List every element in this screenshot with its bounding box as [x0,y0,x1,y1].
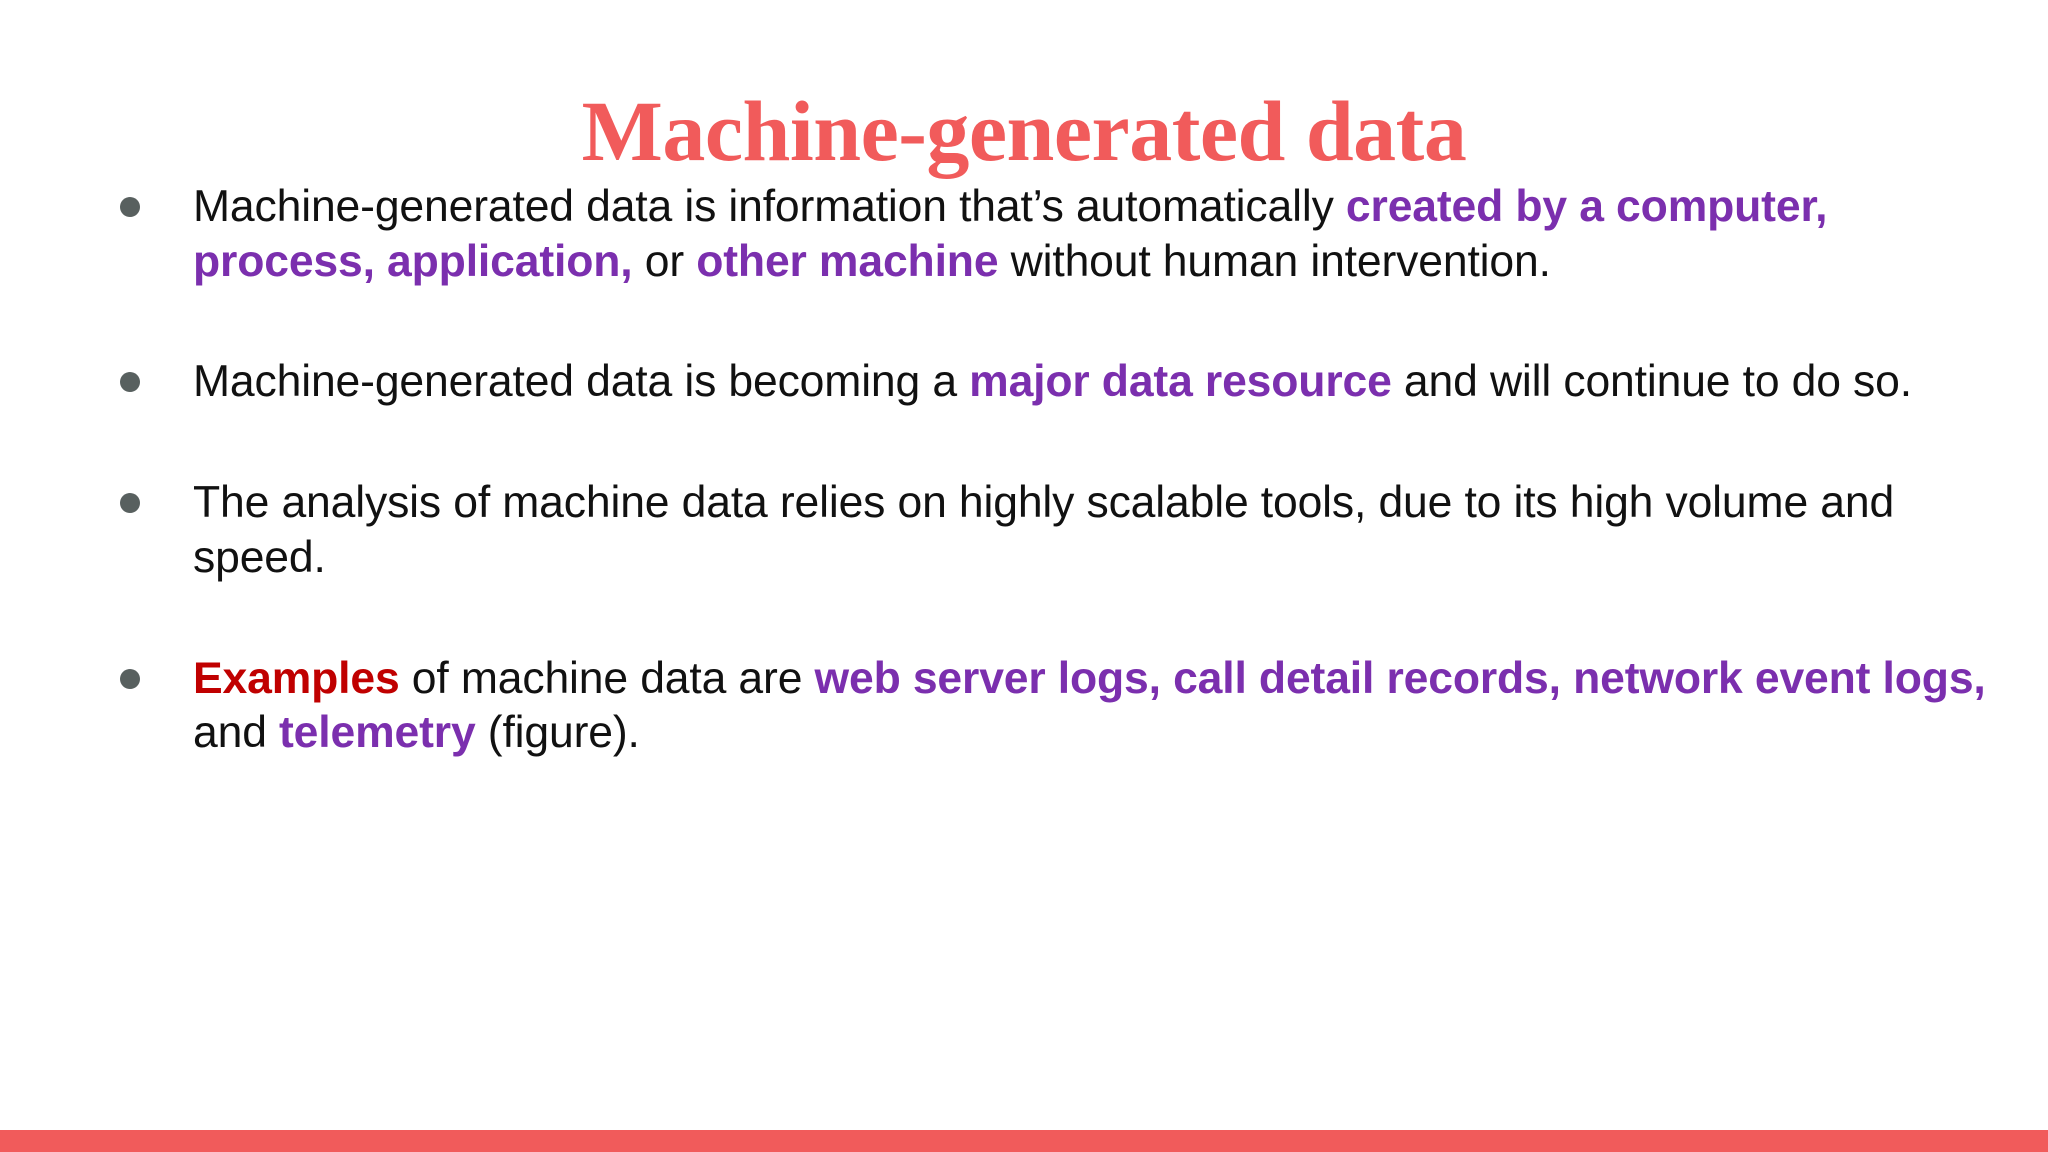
text-run: Machine-generated data is becoming a [193,357,970,407]
list-item-text: The analysis of machine data relies on h… [193,476,1988,585]
bullet-dot-icon [120,372,140,393]
text-run: without human intervention. [998,236,1551,286]
bullet-dot-icon [120,668,140,689]
highlight-run-purple: other machine [696,236,999,286]
highlight-run-red: Examples [193,653,400,703]
list-item: Machine-generated data is becoming a maj… [108,355,1988,410]
text-run: and will continue to do so. [1391,357,1912,407]
list-item-text: Examples of machine data are web server … [193,652,1988,761]
page-title: Machine-generated data [581,82,1467,179]
highlight-run-purple: telemetry [279,708,476,758]
list-item-text: Machine-generated data is information th… [193,180,1988,289]
text-run: and [193,708,280,758]
footer-accent-bar [0,1130,2048,1152]
list-item: Machine-generated data is information th… [108,180,1988,289]
bullet-list: Machine-generated data is information th… [108,180,1988,761]
list-item: The analysis of machine data relies on h… [108,476,1988,585]
text-run: Machine-generated data is information th… [193,182,1346,231]
list-item-text: Machine-generated data is becoming a maj… [193,355,1988,410]
text-run: The analysis of machine data relies on h… [193,478,1895,582]
text-run: or [632,236,697,286]
bullet-dot-icon [120,493,140,514]
list-item: Examples of machine data are web server … [108,652,1988,761]
highlight-run-purple: major data resource [969,357,1392,407]
highlight-run-purple: web server logs, call detail records, ne… [814,653,1986,703]
bullet-dot-icon [120,197,140,217]
text-run: (figure). [475,708,640,758]
text-run: of machine data are [399,653,815,703]
highlight-run-purple: created by a computer, process, applicat… [193,182,1828,286]
